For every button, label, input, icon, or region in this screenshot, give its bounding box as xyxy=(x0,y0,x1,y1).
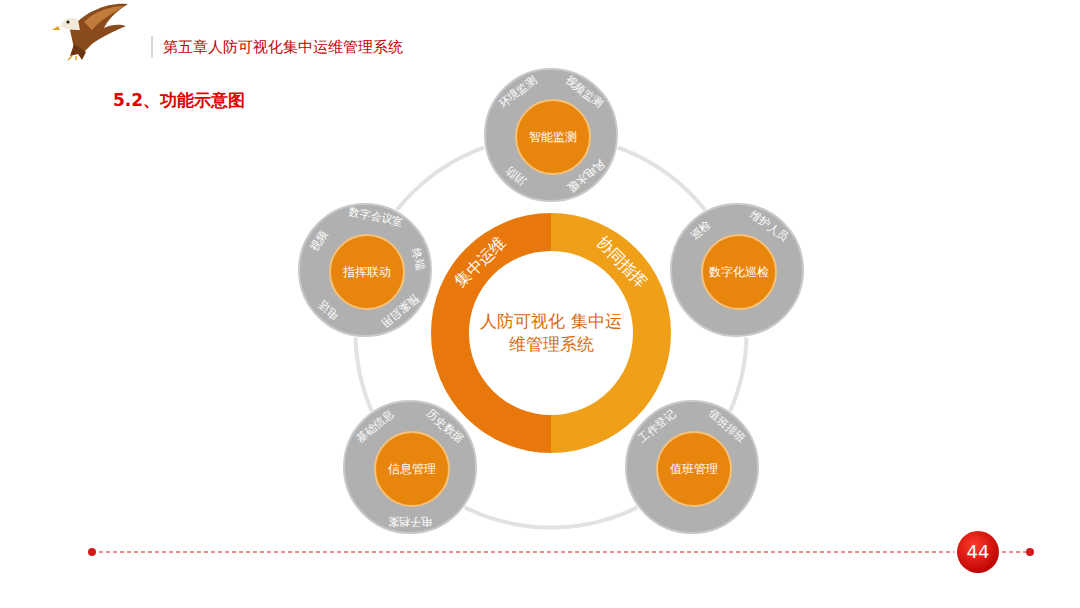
function-core: 信息管理 xyxy=(374,431,450,507)
function-core: 数字化巡检 xyxy=(701,234,777,310)
footer-dot xyxy=(88,548,96,556)
function-ring: 基础信息历史数据电子档案信息管理 xyxy=(343,400,477,534)
function-ring: 环境监测视频监测风电水暖消防智能监测 xyxy=(484,68,618,202)
sub-function: 巡检 xyxy=(688,218,713,243)
function-core: 指挥联动 xyxy=(329,234,405,310)
orbit-arc xyxy=(730,338,746,411)
function-name: 数字化巡检 xyxy=(709,265,769,279)
function-ring: 巡检维护人员数字化巡检 xyxy=(670,203,804,337)
orbit-arc xyxy=(465,507,638,527)
section-title: 5.2、功能示意图 xyxy=(113,90,245,110)
function-core: 智能监测 xyxy=(515,99,591,175)
footer-dot xyxy=(1026,548,1034,556)
eagle-logo xyxy=(52,4,128,60)
sub-function: 电话 xyxy=(316,298,341,323)
function-ring: 视频数字会议室终端预案启用电话指挥联动 xyxy=(298,203,432,337)
function-name: 智能监测 xyxy=(529,130,577,144)
system-name: 人防可视化 集中运维管理系统 xyxy=(476,310,626,356)
orbit-arc xyxy=(356,338,372,411)
orbit-arc xyxy=(618,148,705,211)
system-ring: 集中运维协同指挥人防可视化 集中运维管理系统 xyxy=(431,213,671,453)
sub-function: 终端 xyxy=(409,247,426,271)
page-number: 44 xyxy=(967,541,990,563)
page-badge-rim xyxy=(954,528,1002,576)
sub-function: 电子档案 xyxy=(388,514,432,527)
sub-function: 数字会议室 xyxy=(348,205,405,229)
sub-function: 消防 xyxy=(504,164,529,188)
function-core: 值班管理 xyxy=(656,431,732,507)
header-separator xyxy=(152,36,153,58)
function-name: 指挥联动 xyxy=(343,265,391,279)
function-ring: 工作登记值班排班值班管理 xyxy=(625,400,759,534)
function-name: 信息管理 xyxy=(388,462,436,476)
orbit-arc xyxy=(397,148,484,211)
sub-function: 视频 xyxy=(308,229,331,255)
function-name: 值班管理 xyxy=(670,462,718,476)
ring-bands xyxy=(431,213,671,453)
chapter-header: 第五章人防可视化集中运维管理系统 xyxy=(163,38,403,56)
page-badge xyxy=(957,531,999,573)
footer-dashed-line xyxy=(92,552,1030,553)
